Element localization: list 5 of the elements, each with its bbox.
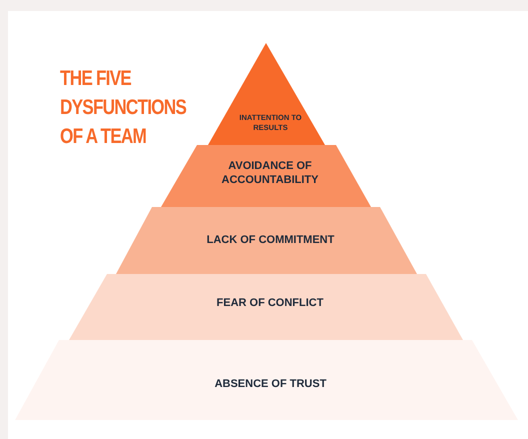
title: THE FIVE DYSFUNCTIONS OF A TEAM — [60, 66, 188, 150]
tier-label: LACK OF COMMITMENT — [206, 233, 336, 248]
tier-label: AVOIDANCE OF ACCOUNTABILITY — [220, 159, 320, 188]
tier-label: ABSENCE OF TRUST — [214, 377, 328, 392]
tier-label: FEAR OF CONFLICT — [216, 296, 324, 310]
